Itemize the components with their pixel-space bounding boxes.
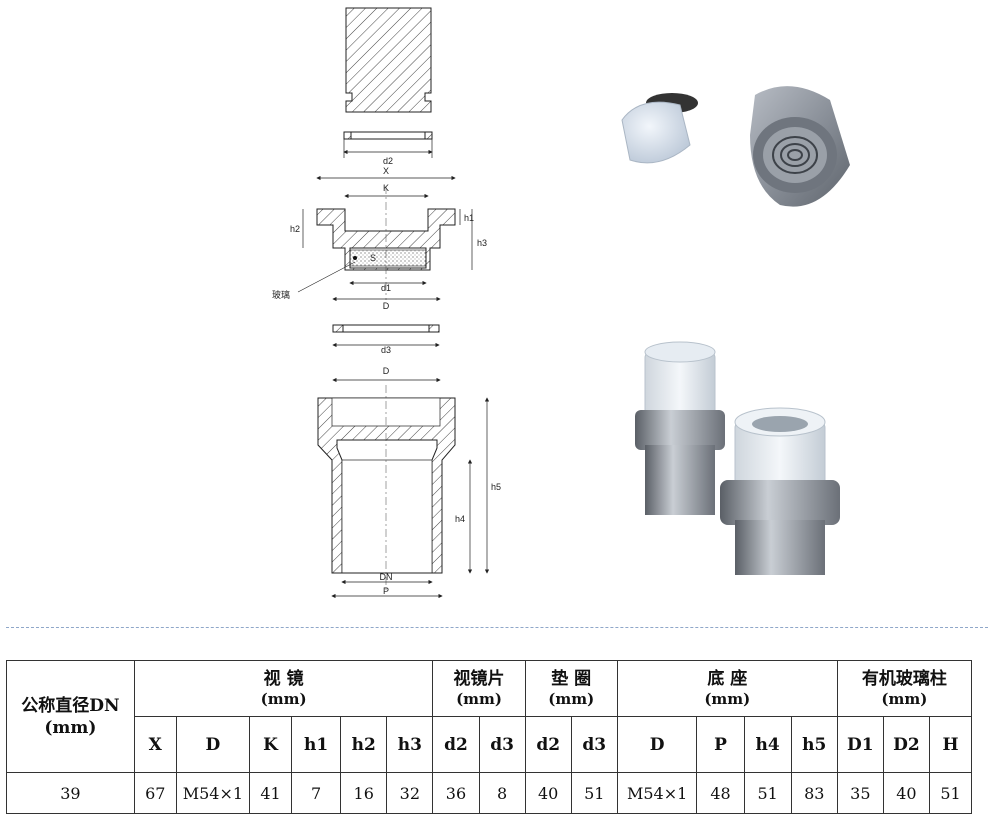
label-h1: h1 <box>464 213 474 223</box>
product-photo-top <box>621 86 850 207</box>
cell: 51 <box>570 772 618 814</box>
dn-title: 公称直径DN <box>21 695 120 716</box>
cell: 35 <box>836 772 884 814</box>
cell: 51 <box>928 772 973 814</box>
col-header: d2 <box>432 716 480 773</box>
col-header: d2 <box>524 716 572 773</box>
col-header: D <box>175 716 251 773</box>
cell: 16 <box>340 772 388 814</box>
label-h4: h4 <box>455 514 465 524</box>
col-header: h4 <box>743 716 792 773</box>
col-header: K <box>249 716 292 773</box>
col-header: D1 <box>836 716 884 773</box>
sight-lens-section: d2 <box>343 131 433 166</box>
label-s: S <box>370 253 376 263</box>
label-dn: DN <box>380 572 393 582</box>
group-plexiglass-column: 有机玻璃柱 (mm) <box>836 660 973 717</box>
col-header: X <box>133 716 177 773</box>
col-header: h2 <box>340 716 388 773</box>
label-d3: d3 <box>381 345 391 355</box>
label-d-mid: D <box>383 301 390 311</box>
gasket-section: d3 <box>332 324 440 355</box>
cell: 36 <box>432 772 480 814</box>
label-glass: 玻璃 <box>272 289 290 300</box>
cell: M54×1 <box>616 772 698 814</box>
group-base: 底 座 (mm) <box>616 660 838 717</box>
spec-table: 公称直径DN (mm) 视 镜 (mm) 视镜片 (mm) 垫 圈 (mm) 底… <box>6 660 973 814</box>
group-gasket: 垫 圈 (mm) <box>524 660 618 717</box>
col-header: D <box>616 716 698 773</box>
cell: 51 <box>743 772 792 814</box>
cell: 40 <box>882 772 930 814</box>
col-header: d3 <box>478 716 526 773</box>
col-header: h1 <box>290 716 342 773</box>
group-sight: 视 镜 (mm) <box>133 660 434 717</box>
col-header: D2 <box>882 716 930 773</box>
label-d-base: D <box>383 366 390 376</box>
table-column-row: X D K h1 h2 h3 d2 d3 d2 d3 D P h4 h5 D1 … <box>7 716 973 773</box>
col-header: d3 <box>570 716 618 773</box>
base-section: D h5 h4 DN P <box>317 366 501 599</box>
label-d1: d1 <box>381 283 391 293</box>
label-h2: h2 <box>290 224 300 234</box>
cell: 67 <box>133 772 177 814</box>
col-header: H <box>928 716 973 773</box>
label-h5: h5 <box>491 482 501 492</box>
cell: 7 <box>290 772 342 814</box>
label-d2: d2 <box>383 156 393 166</box>
cell: 41 <box>249 772 292 814</box>
dn-header: 公称直径DN (mm) <box>6 660 135 773</box>
cell: 40 <box>524 772 572 814</box>
cell: 32 <box>386 772 434 814</box>
cell: 8 <box>478 772 526 814</box>
dashed-separator <box>6 627 988 628</box>
cell: 48 <box>696 772 745 814</box>
dn-unit: (mm) <box>44 717 97 738</box>
label-p: P <box>383 586 389 596</box>
product-photo-bottom <box>635 341 840 575</box>
col-header: h3 <box>386 716 434 773</box>
sight-body-section: X K S h1 h2 h3 d1 D 玻璃 <box>272 166 487 311</box>
table-group-row: 公称直径DN (mm) 视 镜 (mm) 视镜片 (mm) 垫 圈 (mm) 底… <box>6 660 973 773</box>
group-lens: 视镜片 (mm) <box>432 660 526 717</box>
glass-column-section <box>345 7 432 113</box>
cell: 83 <box>790 772 838 814</box>
cell: M54×1 <box>175 772 251 814</box>
col-header: h5 <box>790 716 838 773</box>
technical-drawing: d2 X K S h1 h2 h3 d1 D 玻璃 d3 D <box>272 7 501 599</box>
table-row: 39 67 M54×1 41 7 16 32 36 8 40 51 M54×1 … <box>6 772 973 814</box>
col-header: P <box>696 716 745 773</box>
label-h3: h3 <box>477 238 487 248</box>
cell-dn: 39 <box>6 772 135 814</box>
label-x: X <box>383 166 389 176</box>
